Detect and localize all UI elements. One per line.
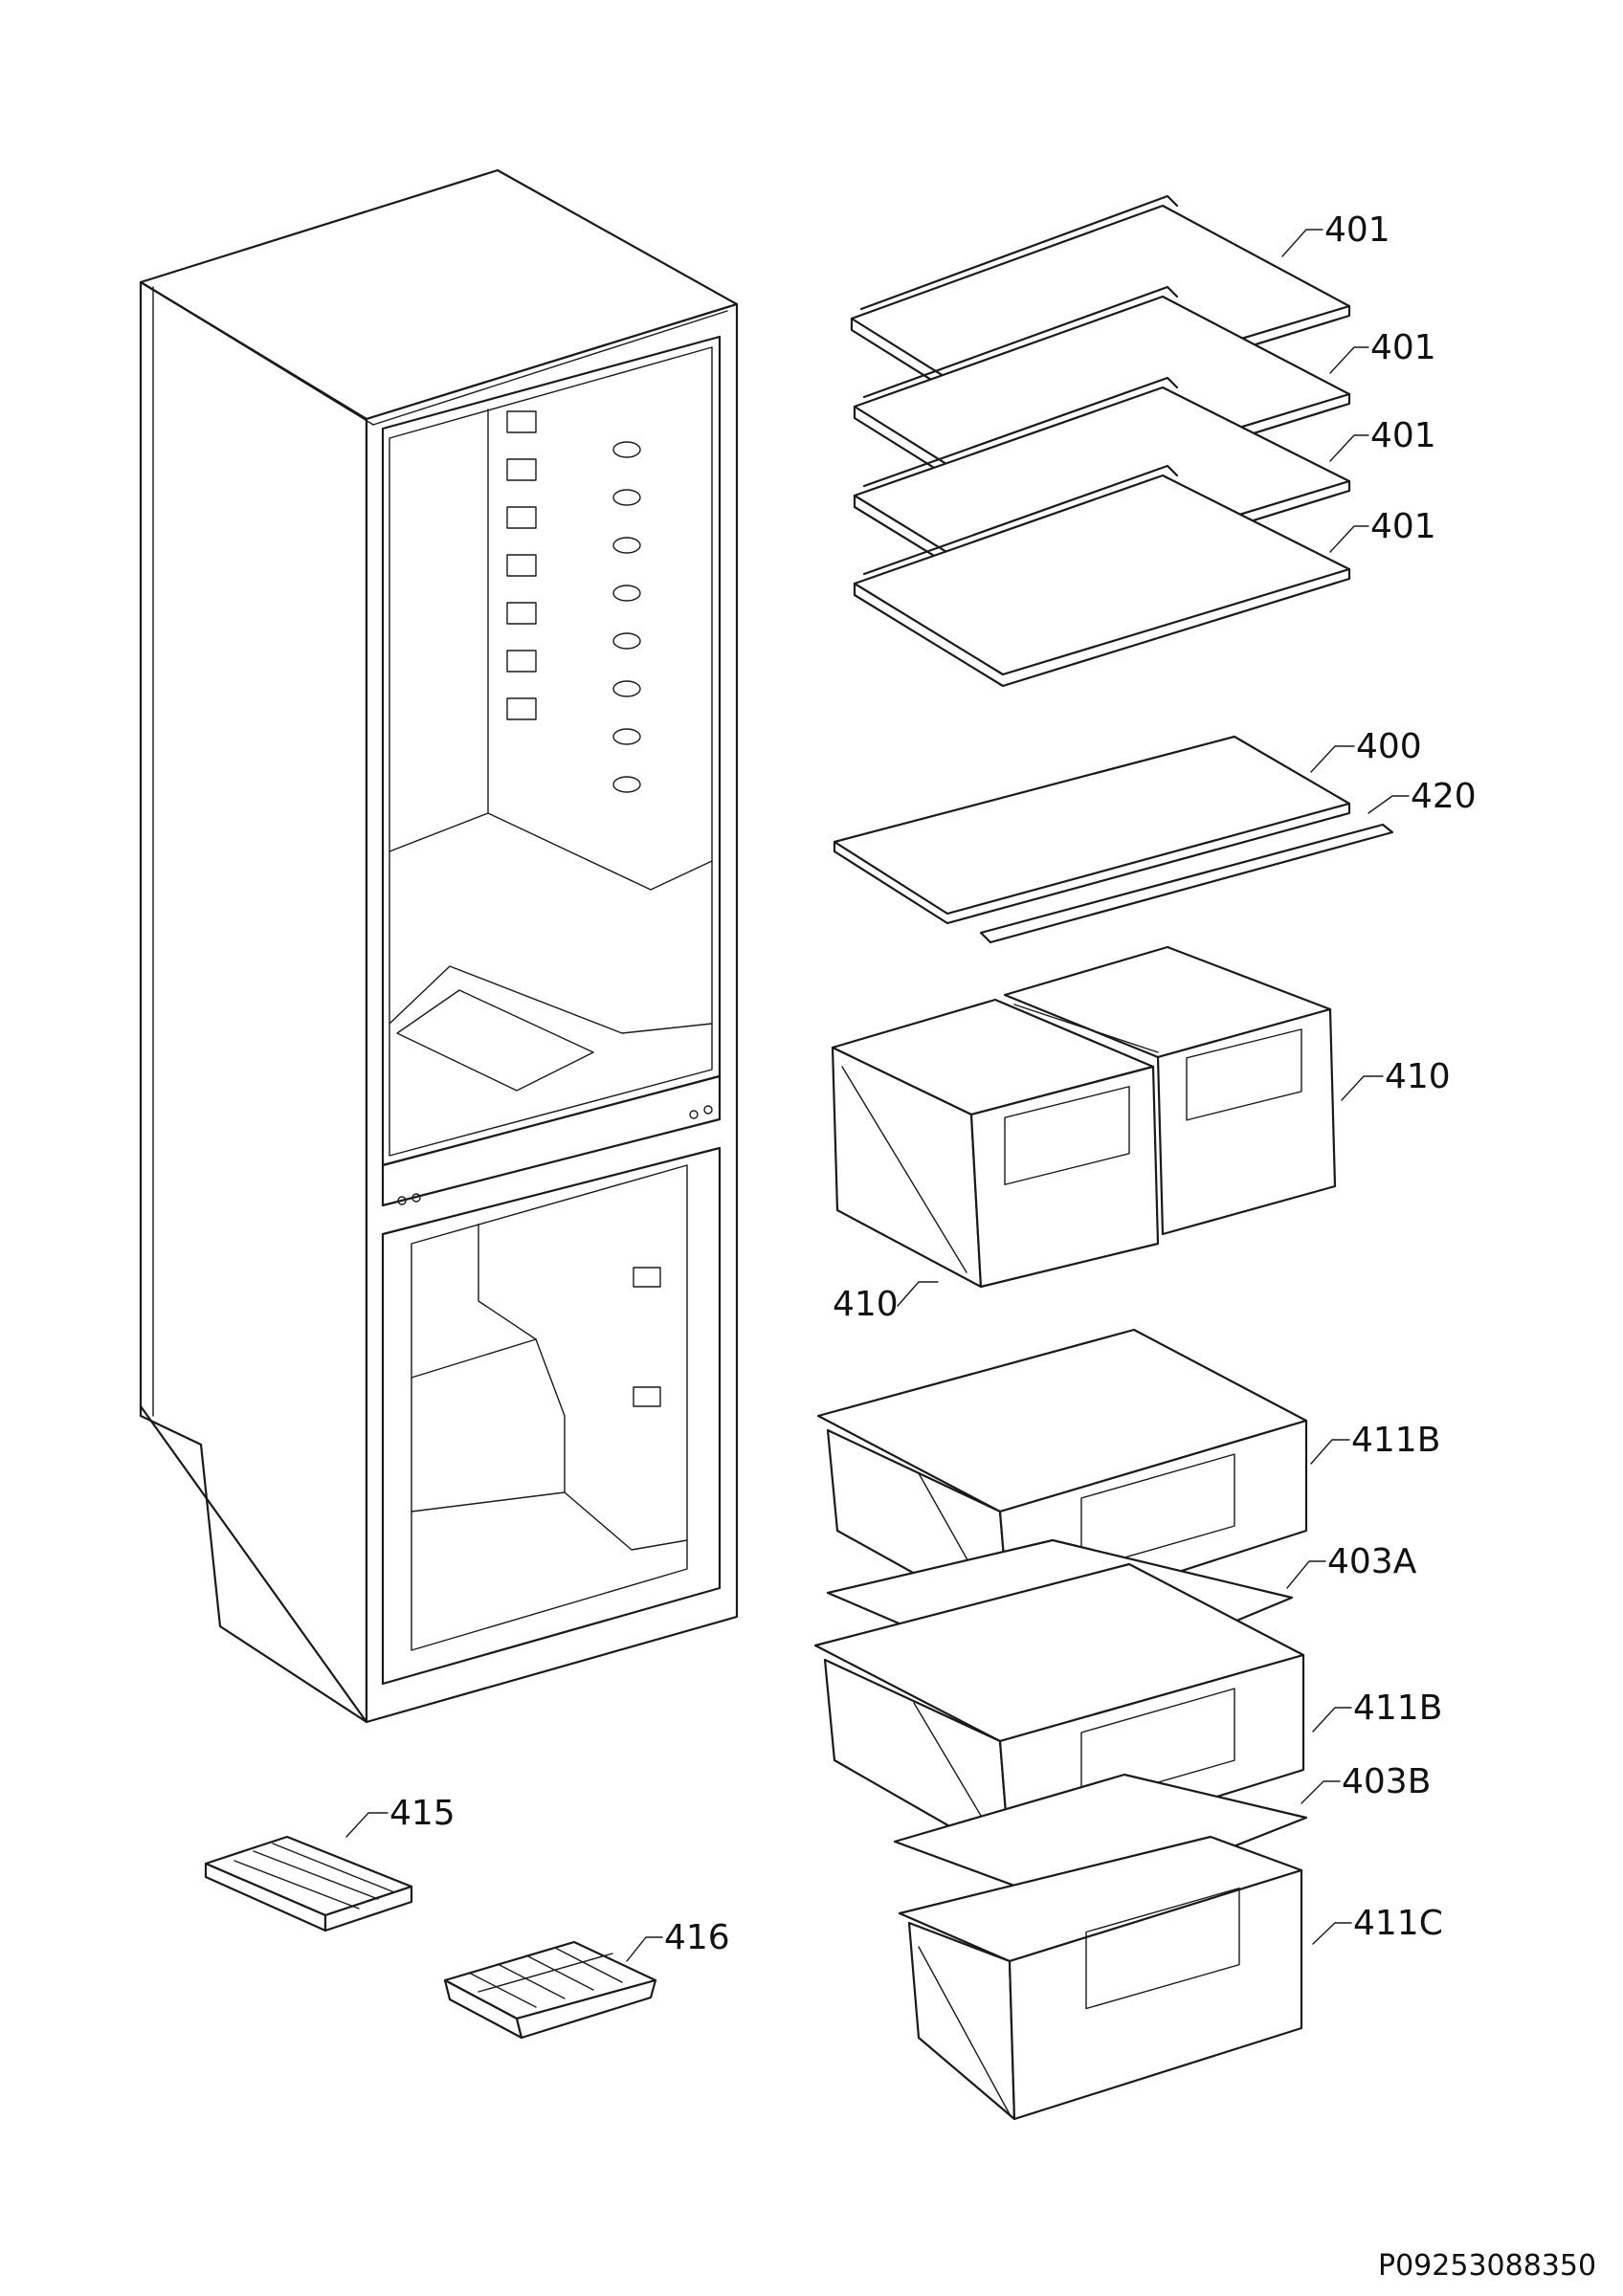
label-401-1: 401: [1324, 210, 1390, 250]
freezer-drawer-411C-bottom: [898, 1835, 1303, 2121]
leader-lines: [345, 229, 1410, 1962]
glass-shelf-400: [833, 735, 1351, 925]
label-416: 416: [664, 1918, 730, 1957]
label-411B-top: 411B: [1351, 1421, 1440, 1460]
label-403B: 403B: [1342, 1762, 1431, 1801]
trim-strip-420: [979, 823, 1394, 944]
label-403A: 403A: [1327, 1542, 1417, 1581]
label-410-right: 410: [1385, 1057, 1451, 1096]
ice-cube-tray-416: [443, 1940, 657, 2040]
label-420: 420: [1411, 777, 1477, 816]
shelf-401-4: [853, 464, 1351, 688]
label-415: 415: [389, 1794, 456, 1833]
document-code: P09253088350: [1378, 2249, 1596, 2283]
label-401-4: 401: [1370, 507, 1436, 546]
fridge-cabinet: [139, 168, 739, 1724]
shelf-supports: [506, 410, 641, 793]
part-labels: 401 401 401 401 400 420 410 410 411B 403…: [389, 210, 1477, 1957]
label-411B-mid: 411B: [1353, 1689, 1442, 1728]
label-401-3: 401: [1370, 416, 1436, 455]
label-411C: 411C: [1353, 1904, 1443, 1943]
shelves-401: [850, 194, 1351, 688]
crisper-drawer-410-right: [1003, 945, 1337, 1236]
ice-tray-lid-415: [204, 1835, 413, 1932]
crisper-drawer-410-left: [831, 998, 1160, 1289]
label-400: 400: [1356, 727, 1422, 766]
label-401-2: 401: [1370, 328, 1436, 367]
label-410-left: 410: [833, 1285, 899, 1324]
